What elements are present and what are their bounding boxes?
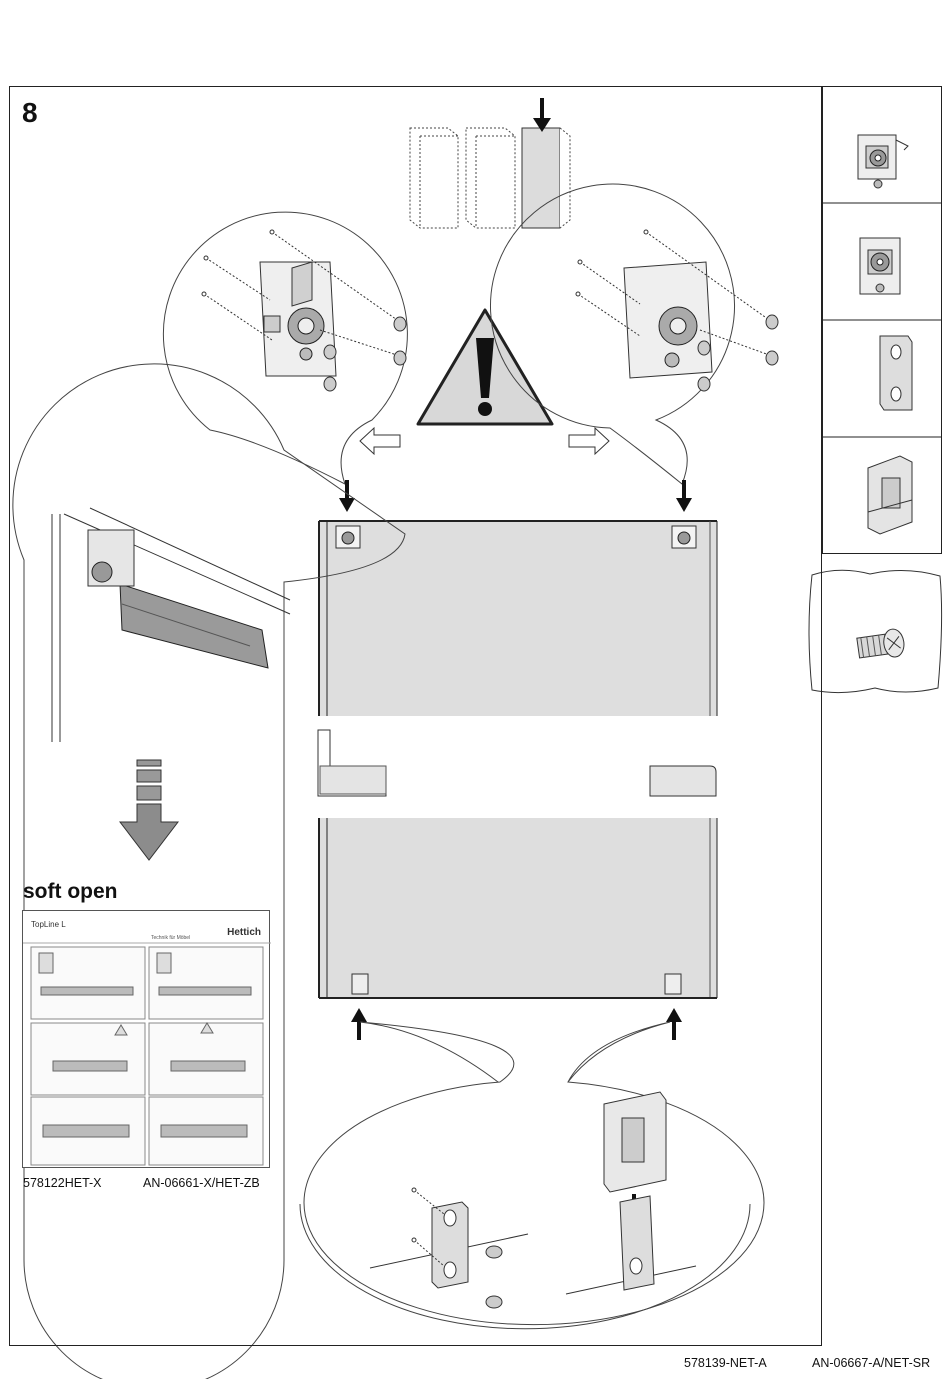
screw-bag-icon [809, 570, 942, 692]
step-number: 8 [22, 97, 38, 129]
footer-document-number: AN-06667-A/NET-SR [812, 1356, 930, 1370]
parts-panel [822, 86, 942, 554]
reference-document-number: AN-06661-X/HET-ZB [143, 1176, 260, 1190]
reference-item-number: 578122HET-X [23, 1176, 102, 1190]
soft-open-label: soft open [23, 880, 118, 904]
reference-manual-thumbnail: TopLine L Technik für Möbel Hettich [22, 910, 270, 1168]
thumbnail-pages [23, 911, 271, 1169]
footer-item-number: 578139-NET-A [684, 1356, 767, 1370]
